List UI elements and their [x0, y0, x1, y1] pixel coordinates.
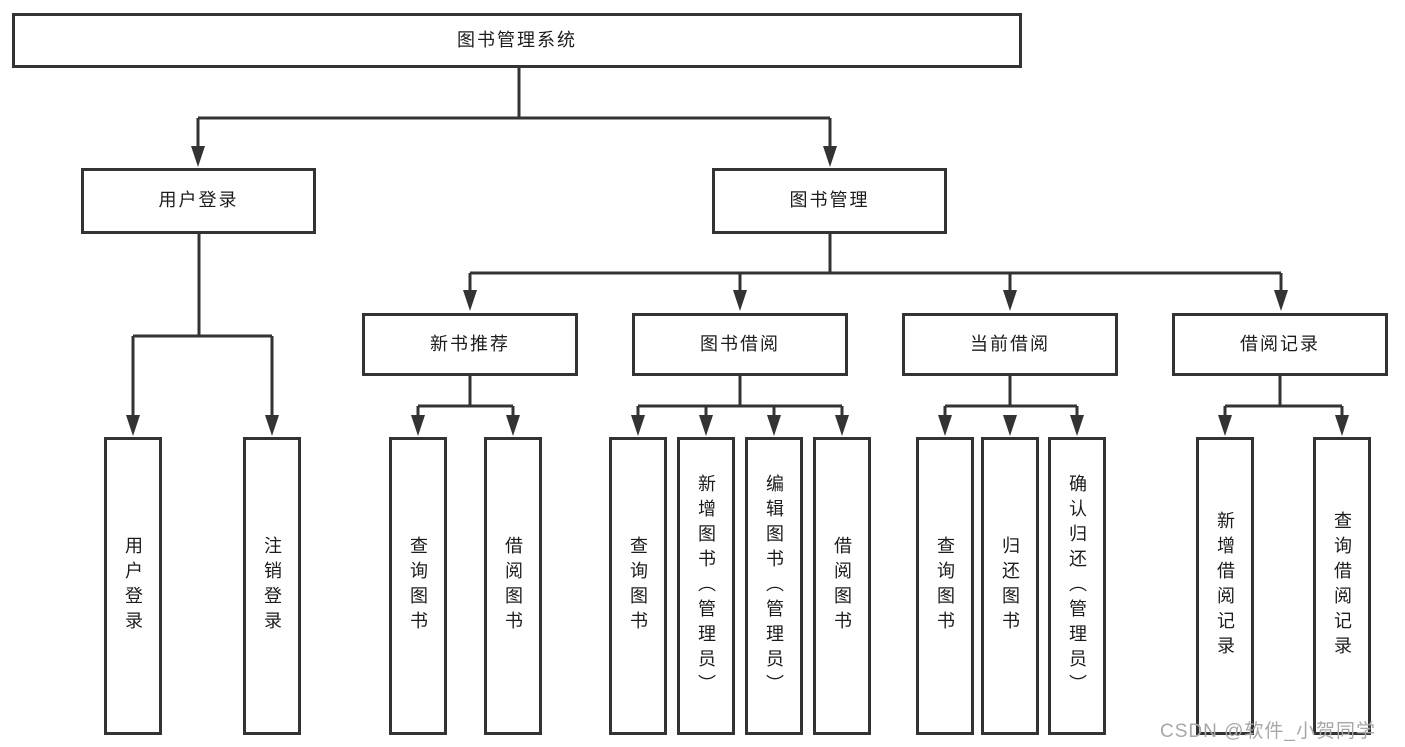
connector-user-login-to-leaves: [126, 234, 279, 436]
csdn-watermark: CSDN @软件_小贺同学: [1160, 721, 1376, 742]
node-leaf-query-book-recommend: 查询图书: [389, 437, 447, 735]
node-leaf-query-book-borrow: 查询图书: [609, 437, 667, 735]
node-book-borrow: 图书借阅: [632, 313, 848, 376]
node-leaf-add-book-admin: 新增图书（管理员）: [677, 437, 735, 735]
node-leaf-query-book-current: 查询图书: [916, 437, 974, 735]
connector-book-borrow-to-leaves: [631, 376, 849, 436]
node-new-book-recommend: 新书推荐: [362, 313, 578, 376]
connector-borrow-record-to-leaves: [1218, 376, 1349, 436]
connector-root-to-level2: [191, 68, 837, 167]
node-leaf-borrow-book-recommend: 借阅图书: [484, 437, 542, 735]
node-leaf-confirm-return-admin: 确认归还（管理员）: [1048, 437, 1106, 735]
connector-current-borrow-to-leaves: [938, 376, 1084, 436]
node-user-login: 用户登录: [81, 168, 316, 234]
node-leaf-logout: 注销登录: [243, 437, 301, 735]
node-leaf-add-borrow-record: 新增借阅记录: [1196, 437, 1254, 735]
node-borrow-record: 借阅记录: [1172, 313, 1388, 376]
node-leaf-borrow-book: 借阅图书: [813, 437, 871, 735]
node-leaf-query-borrow-record: 查询借阅记录: [1313, 437, 1371, 735]
node-leaf-user-login: 用户登录: [104, 437, 162, 735]
node-root-system: 图书管理系统: [12, 13, 1022, 68]
node-book-management: 图书管理: [712, 168, 947, 234]
node-leaf-return-book: 归还图书: [981, 437, 1039, 735]
connector-new-book-rec-to-leaves: [411, 376, 520, 436]
node-leaf-edit-book-admin: 编辑图书（管理员）: [745, 437, 803, 735]
connector-book-mgmt-to-level3: [463, 234, 1288, 311]
node-current-borrow: 当前借阅: [902, 313, 1118, 376]
